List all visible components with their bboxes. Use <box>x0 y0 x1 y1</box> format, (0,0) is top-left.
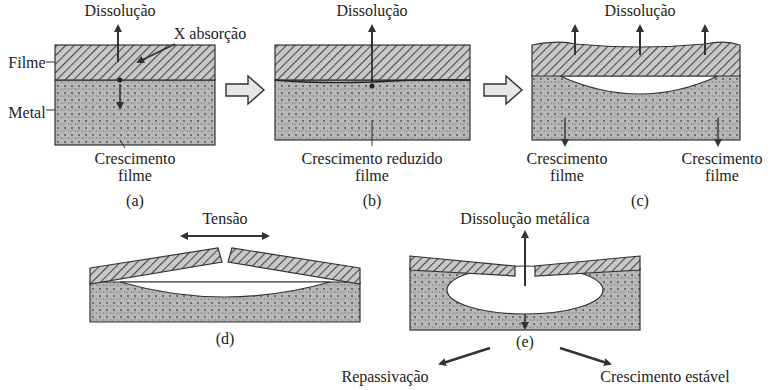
label: X absorção <box>162 25 258 42</box>
label: Metal <box>2 104 52 121</box>
step-arrow <box>484 76 522 104</box>
label: Dissolução <box>585 2 695 19</box>
label: (b) <box>352 192 392 209</box>
label: Dissolução metálica <box>430 210 620 227</box>
label: Crescimento reduzido filme <box>287 150 457 184</box>
step-arrow <box>226 76 264 104</box>
panel-d <box>90 236 360 322</box>
label: Tensão <box>180 210 270 227</box>
panel-b <box>275 26 470 146</box>
label: (a) <box>115 192 155 209</box>
label: (d) <box>205 330 245 347</box>
label: Crescimento filme <box>85 150 185 184</box>
label: Dissolução <box>317 2 427 19</box>
label: Crescimento estável <box>580 368 750 385</box>
label: Dissolução <box>65 2 175 19</box>
label: Crescimento filme <box>674 150 770 184</box>
label: Filme <box>2 54 52 71</box>
panel-e <box>410 232 640 364</box>
label: (e) <box>505 333 545 350</box>
label: Crescimento filme <box>519 150 615 184</box>
panel-c <box>532 26 740 145</box>
label: Repassivação <box>320 368 450 385</box>
label: (c) <box>620 192 660 209</box>
panel-a <box>46 26 215 148</box>
